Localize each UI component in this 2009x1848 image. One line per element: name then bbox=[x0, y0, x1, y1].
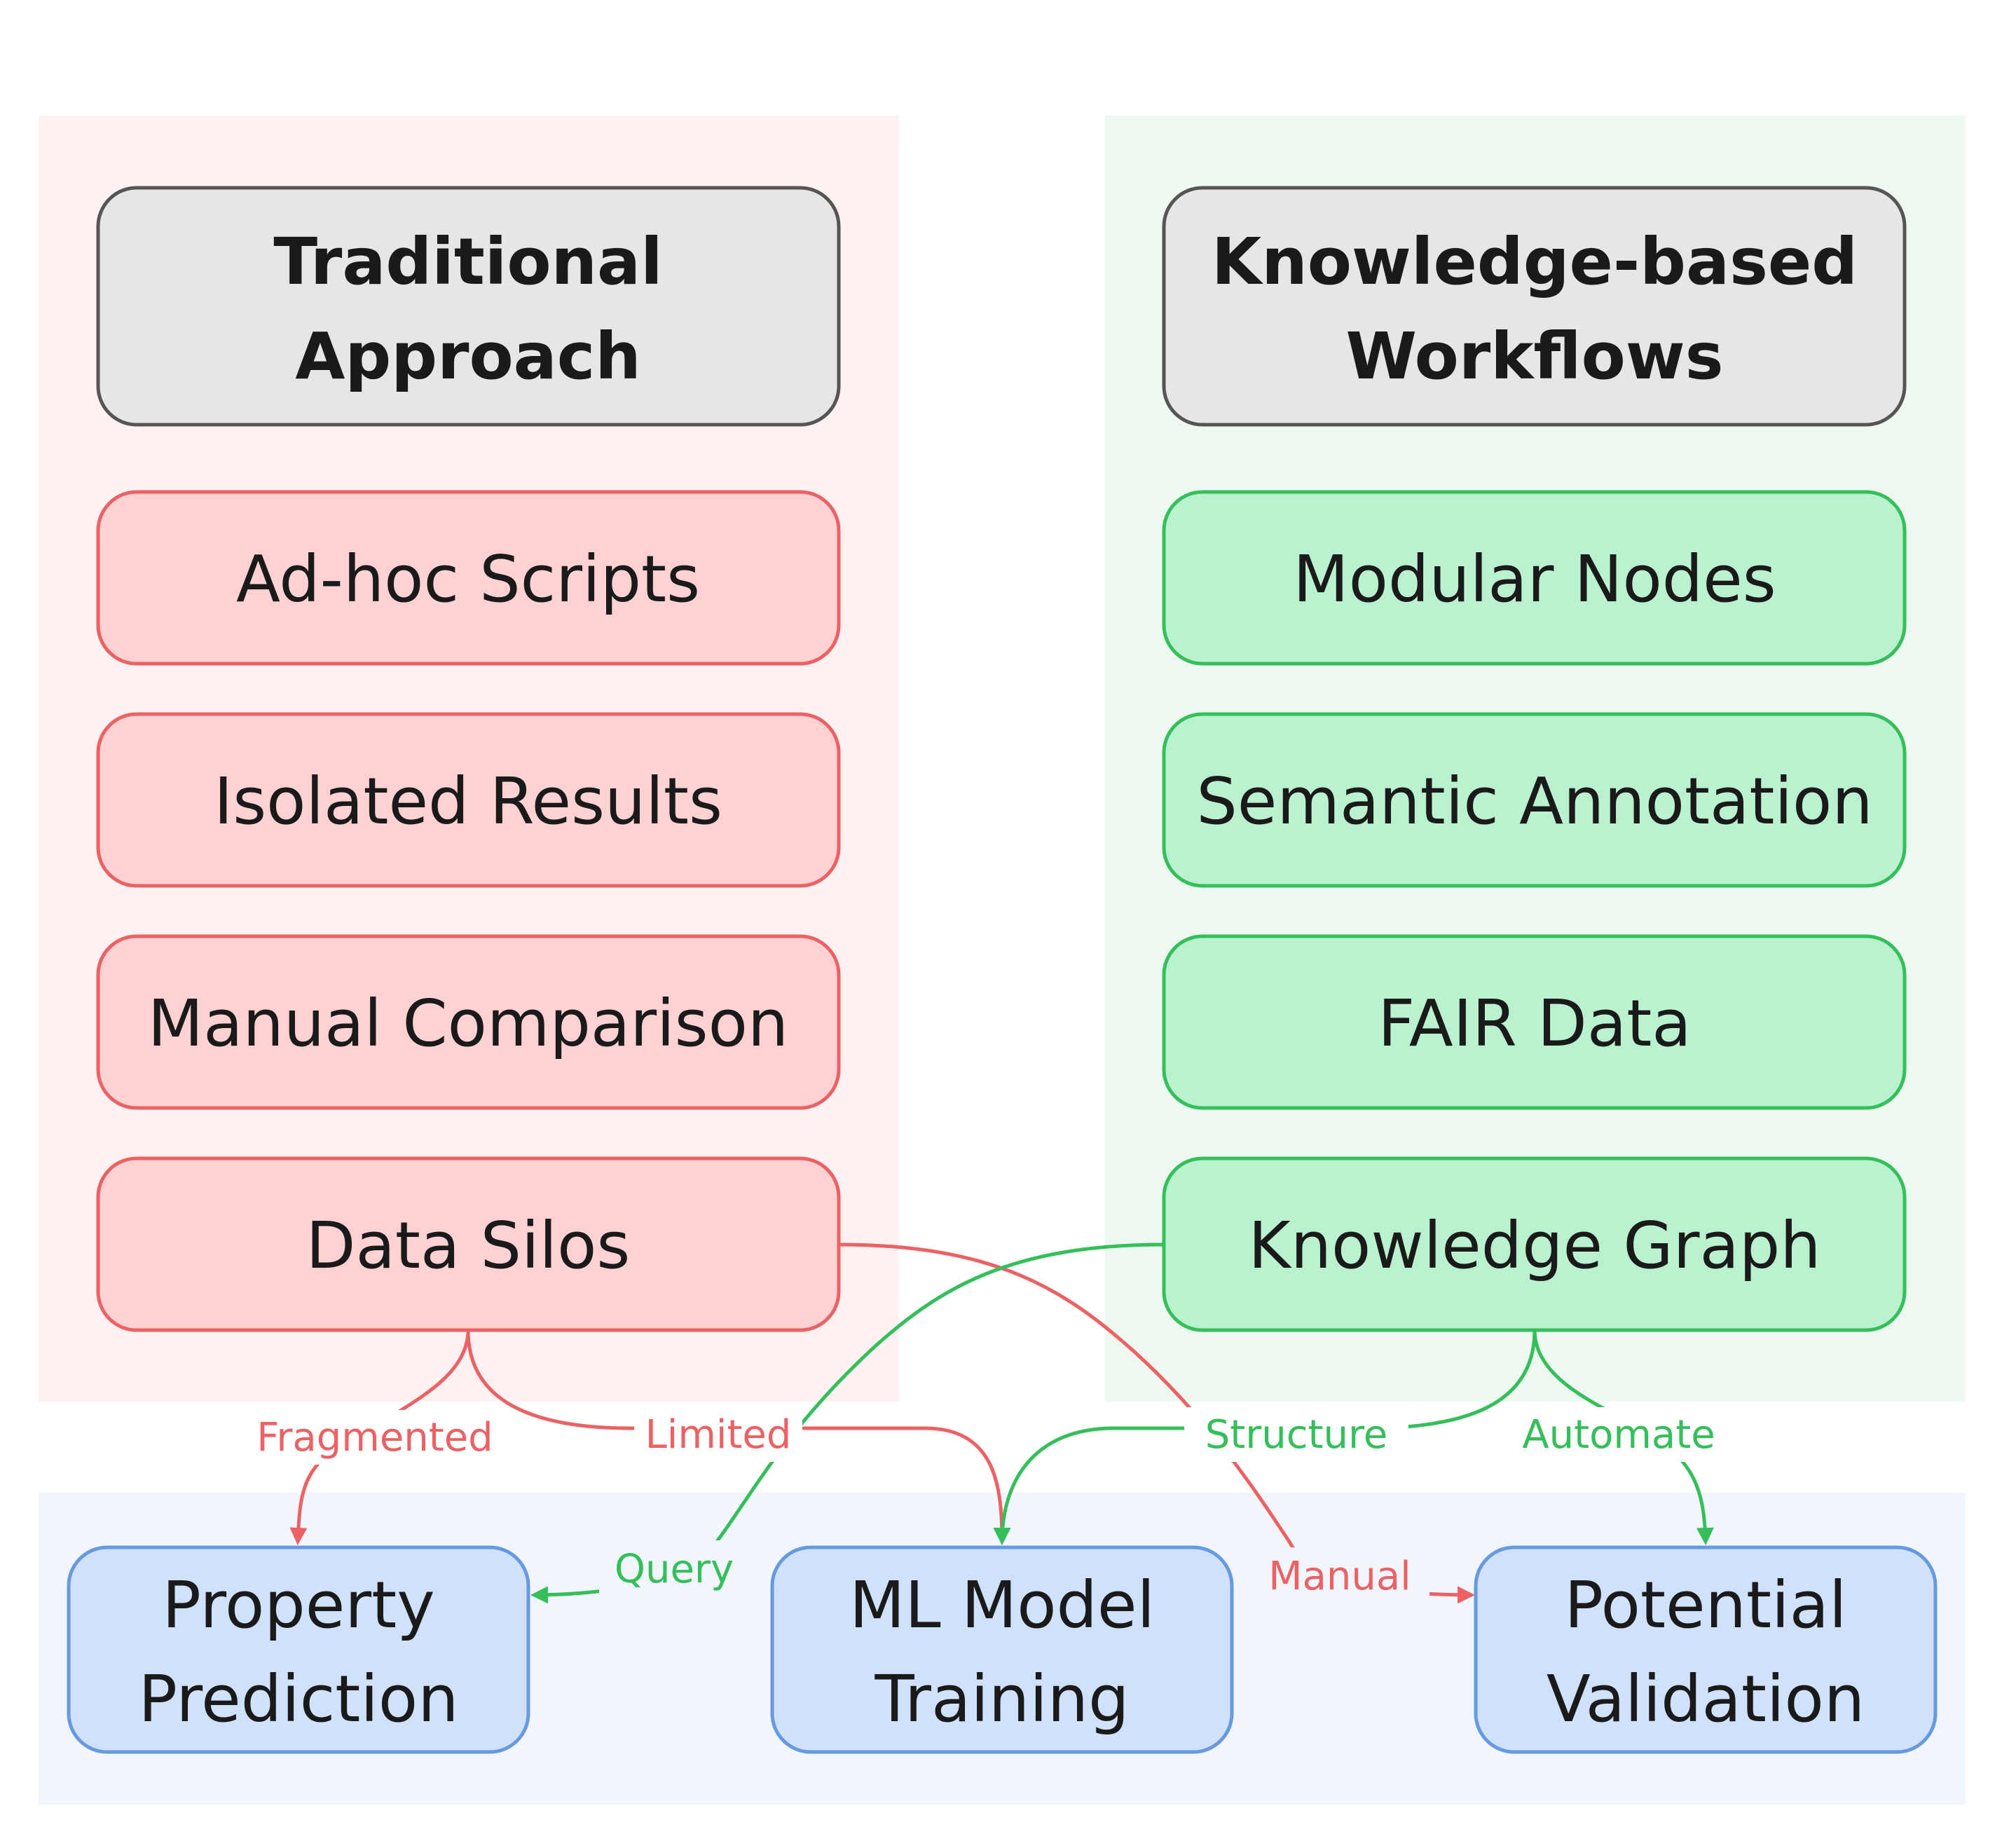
knowledge-title-line-2: Workflows bbox=[1345, 319, 1723, 394]
edge-label-structure: Structure bbox=[1184, 1407, 1408, 1462]
isolated-results-label: Isolated Results bbox=[214, 764, 722, 839]
knowledge-graph-label: Knowledge Graph bbox=[1248, 1208, 1821, 1283]
modular-nodes-label: Modular Nodes bbox=[1293, 542, 1776, 617]
property-prediction-line-1: Property bbox=[162, 1568, 434, 1643]
edge-label-query: Query bbox=[599, 1540, 750, 1596]
svg-text:Automate: Automate bbox=[1522, 1412, 1715, 1458]
ad-hoc-scripts-node: Ad-hoc Scripts bbox=[96, 490, 841, 666]
edge-limited bbox=[466, 1329, 1011, 1545]
semantic-annotation-node: Semantic Annotation bbox=[1162, 712, 1907, 888]
ml-model-training-line-1: ML Model bbox=[849, 1568, 1155, 1643]
knowledge-title-line-1: Knowledge-based bbox=[1212, 224, 1858, 299]
ad-hoc-scripts-label: Ad-hoc Scripts bbox=[236, 542, 700, 617]
semantic-annotation-label: Semantic Annotation bbox=[1196, 764, 1872, 839]
property-prediction-line-2: Prediction bbox=[138, 1662, 458, 1737]
edge-label-automate: Automate bbox=[1507, 1407, 1731, 1462]
ml-model-training-node: ML Model Training bbox=[770, 1545, 1234, 1754]
ml-model-training-line-2: Training bbox=[874, 1662, 1129, 1737]
traditional-title-line-2: Approach bbox=[295, 319, 641, 394]
manual-comparison-node: Manual Comparison bbox=[96, 934, 841, 1110]
potential-validation-node: Potential Validation bbox=[1474, 1545, 1938, 1754]
knowledge-graph-node: Knowledge Graph bbox=[1162, 1156, 1907, 1332]
data-silos-label: Data Silos bbox=[306, 1208, 631, 1283]
edge-label-limited: Limited bbox=[634, 1407, 802, 1462]
manual-comparison-label: Manual Comparison bbox=[148, 986, 788, 1061]
svg-text:Limited: Limited bbox=[645, 1412, 792, 1458]
traditional-title-node: Traditional Approach bbox=[96, 186, 841, 427]
traditional-title-line-1: Traditional bbox=[273, 224, 662, 299]
potential-validation-line-2: Validation bbox=[1547, 1662, 1865, 1737]
fair-data-node: FAIR Data bbox=[1162, 934, 1907, 1110]
isolated-results-node: Isolated Results bbox=[96, 712, 841, 888]
potential-validation-line-1: Potential bbox=[1564, 1568, 1846, 1643]
knowledge-title-node: Knowledge-based Workflows bbox=[1162, 186, 1907, 427]
data-silos-node: Data Silos bbox=[96, 1156, 841, 1332]
svg-text:Query: Query bbox=[615, 1547, 734, 1592]
property-prediction-node: Property Prediction bbox=[67, 1545, 530, 1754]
svg-text:Structure: Structure bbox=[1205, 1412, 1388, 1458]
edge-label-fragmented: Fragmented bbox=[238, 1410, 512, 1465]
modular-nodes-node: Modular Nodes bbox=[1162, 490, 1907, 666]
svg-text:Fragmented: Fragmented bbox=[256, 1415, 493, 1460]
svg-text:Manual: Manual bbox=[1268, 1554, 1411, 1599]
fair-data-label: FAIR Data bbox=[1378, 986, 1691, 1061]
edge-label-manual: Manual bbox=[1251, 1547, 1429, 1603]
